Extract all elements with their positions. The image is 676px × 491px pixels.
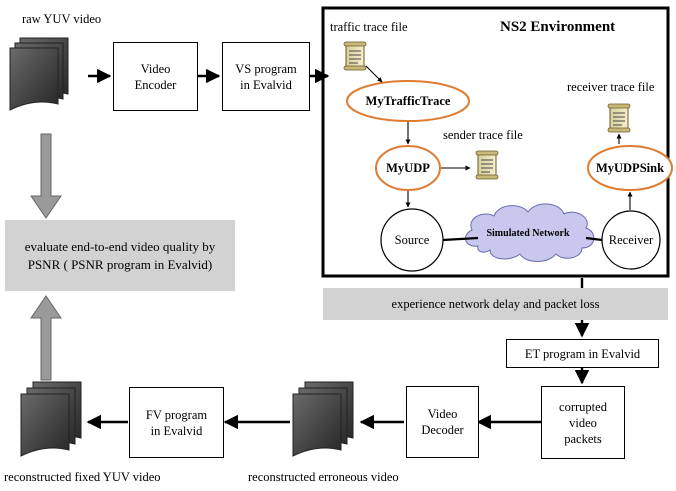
video-decoder-line2: Decoder	[421, 423, 464, 437]
myudp-node-outline	[375, 145, 441, 191]
sender-trace-scroll-icon	[475, 150, 499, 180]
ns2-environment-title: NS2 Environment	[500, 19, 616, 35]
fv-program-line2: in Evalvid	[150, 423, 203, 438]
reconstructed-erroneous-doc-stack-icon	[292, 381, 354, 457]
video-decoder-line1: Video	[427, 407, 458, 421]
video-encoder-box: Video Encoder	[113, 42, 198, 111]
traffic-trace-scroll-icon	[343, 41, 367, 71]
experience-delay-loss-bar: experience network delay and packet loss	[323, 288, 668, 320]
video-encoder-line1: Video	[140, 61, 171, 76]
corrupted-line2: video	[569, 415, 597, 430]
video-encoder-line2: Encoder	[134, 77, 177, 92]
video-decoder-box: Video Decoder	[406, 386, 479, 458]
up-grey-arrow	[30, 295, 62, 381]
corrupted-line3: packets	[564, 431, 602, 446]
evaluate-line2: PSNR ( PSNR program in Evalvid)	[27, 256, 213, 272]
simulated-network-cloud-icon	[464, 203, 595, 262]
sender-trace-file-label: sender trace file	[443, 128, 523, 142]
reconstructed-erroneous-label: reconstructed erroneous video	[248, 470, 399, 484]
raw-video-label: raw YUV video	[22, 12, 102, 26]
source-node: Source	[394, 232, 430, 247]
mytraffictrace-node-outline	[346, 80, 470, 122]
mytraffictrace-node: MyTrafficTrace	[365, 93, 451, 108]
fv-program-box: FV program in Evalvid	[129, 387, 224, 458]
receiver-node: Receiver	[608, 232, 654, 247]
reconstructed-fixed-doc-stack-icon	[20, 381, 82, 457]
corrupted-line1: corrupted	[559, 399, 607, 414]
vs-program-line1: VS program	[235, 61, 297, 76]
evaluate-line1: evaluate end-to-end video quality by	[24, 238, 216, 254]
et-program-box: ET program in Evalvid	[506, 339, 659, 368]
receiver-trace-file-label: receiver trace file	[567, 80, 655, 94]
vs-program-line2: in Evalvid	[240, 77, 292, 92]
myudpsink-node-outline	[587, 145, 673, 191]
down-grey-arrow	[30, 133, 62, 219]
traffic-trace-file-label: traffic trace file	[330, 20, 408, 34]
evaluate-psnr-box: evaluate end-to-end video quality by PSN…	[5, 220, 235, 291]
myudpsink-node: MyUDPSink	[595, 160, 665, 175]
reconstructed-fixed-label: reconstructed fixed YUV video	[4, 470, 161, 484]
simulated-network-label: Simulated Network	[486, 227, 570, 239]
corrupted-packets-box: corrupted video packets	[541, 386, 625, 459]
receiver-trace-scroll-icon	[607, 103, 631, 133]
raw-video-doc-stack-icon	[9, 37, 69, 111]
vs-program-box: VS program in Evalvid	[222, 42, 310, 111]
fv-program-line1: FV program	[145, 407, 208, 422]
myudp-node: MyUDP	[386, 160, 430, 175]
